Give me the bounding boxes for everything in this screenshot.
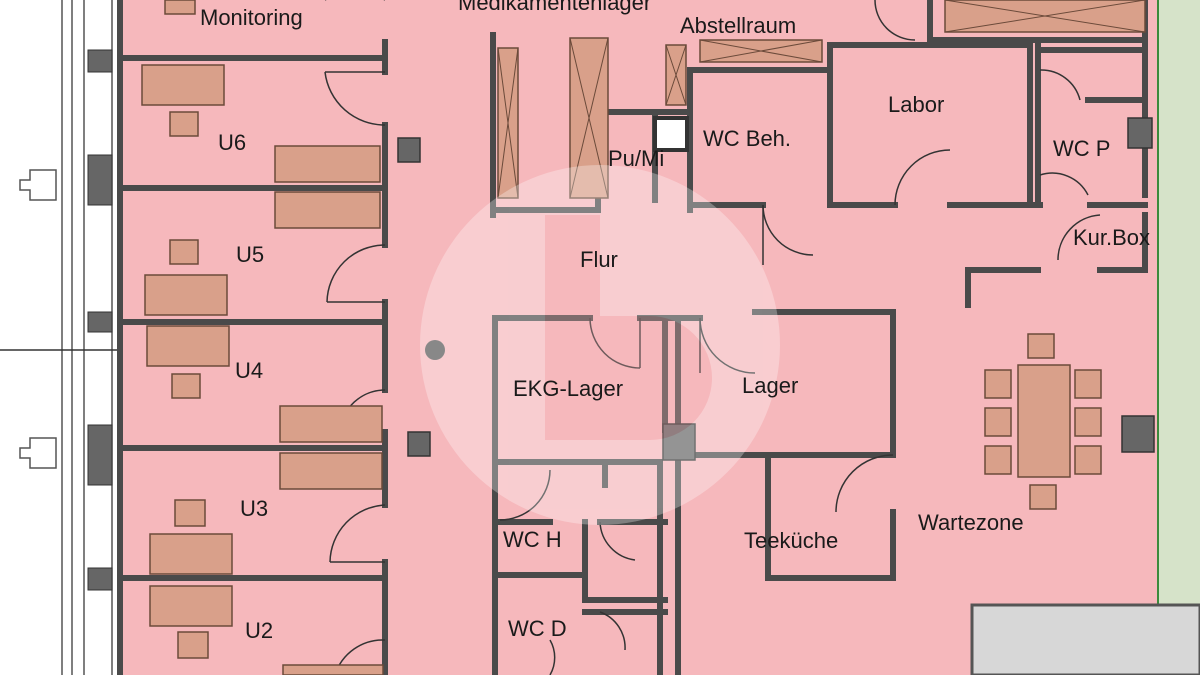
room-label-flur: Flur: [580, 247, 618, 272]
facade-pillars: [87, 49, 113, 591]
room-label-lager: Lager: [742, 373, 798, 398]
room-label-medikamentenlager: Medikamentenlager: [458, 0, 651, 15]
room-label-wc-p: WC P: [1053, 136, 1110, 161]
walls: [117, 0, 1148, 675]
room-label-wartezone: Wartezone: [918, 510, 1024, 535]
room-label-wc-h: WC H: [503, 527, 562, 552]
room-label-wc-beh: WC Beh.: [703, 126, 791, 151]
room-label-kur-box: Kur.Box: [1073, 225, 1150, 250]
desk: [141, 64, 225, 106]
chair: [171, 373, 201, 399]
room-label-ekg-lager: EKG-Lager: [513, 376, 623, 401]
bed: [279, 405, 383, 443]
chair: [164, 0, 196, 15]
room-label-u6: U6: [218, 130, 246, 155]
chair: [169, 239, 199, 265]
desk: [146, 325, 230, 367]
desk: [149, 533, 233, 575]
watermark-logo-icon: [420, 165, 780, 525]
room-label-wc-d: WC D: [508, 616, 567, 641]
room-labels: Monitoring Medikamentenlager Abstellraum…: [200, 0, 1150, 643]
table: [1017, 364, 1071, 478]
shelf-hatch: [497, 0, 1146, 199]
bed: [274, 191, 381, 229]
room-label-teekueche: Teeküche: [744, 528, 838, 553]
room-label-abstellraum: Abstellraum: [680, 13, 796, 38]
bed: [279, 452, 383, 490]
bed: [282, 664, 384, 675]
chair: [169, 111, 199, 137]
columns: [397, 116, 1155, 461]
room-label-u3: U3: [240, 496, 268, 521]
room-label-u4: U4: [235, 358, 263, 383]
room-label-labor: Labor: [888, 92, 944, 117]
facade-left: [0, 0, 430, 675]
chair: [174, 499, 206, 527]
chair: [177, 631, 209, 659]
room-label-u2: U2: [245, 618, 273, 643]
room-label-monitoring: Monitoring: [200, 5, 303, 30]
room-label-u5: U5: [236, 242, 264, 267]
marker-point: [425, 340, 445, 360]
service-area: [970, 603, 1200, 675]
room-label-pu-mi: Pu/Mi: [608, 146, 664, 171]
desk: [144, 274, 228, 316]
desk: [149, 585, 233, 627]
bed: [274, 145, 381, 183]
